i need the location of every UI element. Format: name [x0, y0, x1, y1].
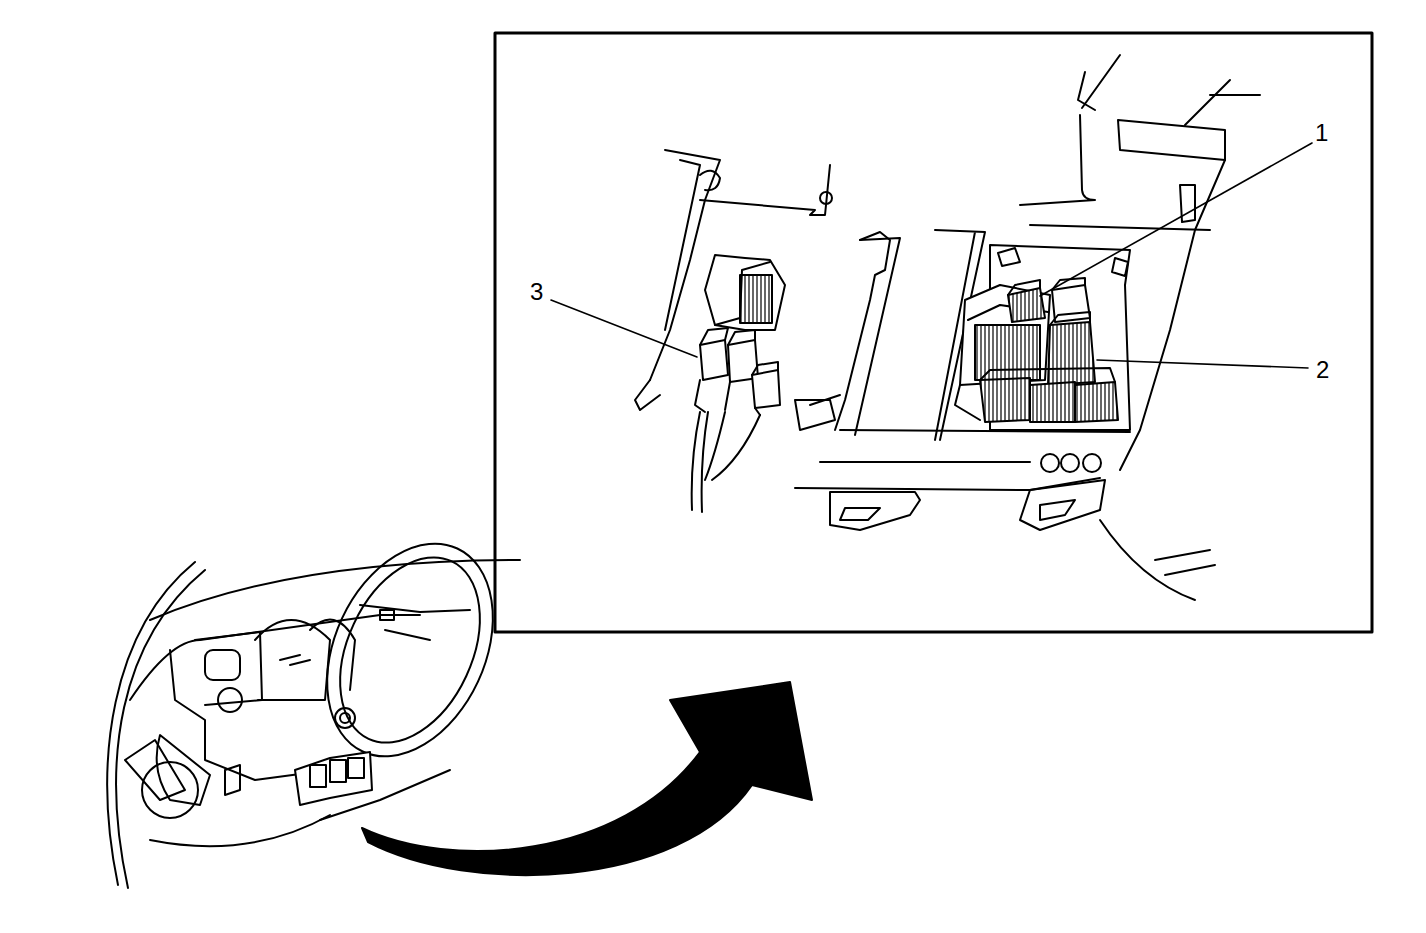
dashboard-overview-part [360, 605, 470, 640]
pointer-arrow [362, 682, 812, 875]
dashboard-overview-part [340, 713, 350, 723]
dashboard-overview-part [295, 517, 526, 783]
callout-number: 3 [530, 280, 543, 304]
relay-center-part [980, 368, 1115, 382]
dashboard-overview-part [150, 815, 330, 846]
inset-frame [495, 33, 1372, 632]
dashboard-overview-part [170, 650, 330, 780]
relay-bracket-part [695, 380, 760, 415]
dash-panel-part [1083, 454, 1101, 472]
dashboard-overview-part [125, 740, 185, 800]
dashboard-overview-part [195, 632, 262, 705]
dash-panel-part [1118, 120, 1225, 160]
relay-center-part [955, 385, 980, 420]
dash-panel-part [998, 248, 1128, 276]
relay-bracket-part [715, 262, 770, 325]
dashboard-overview-part [330, 760, 346, 782]
dashboard-overview-part [205, 650, 240, 680]
relay-bracket-part [692, 412, 760, 512]
relay-bracket-part [700, 171, 720, 191]
leader-lines [551, 143, 1312, 368]
relay-bracket-part [820, 192, 832, 204]
dash-panel-part [1100, 520, 1215, 600]
dashboard-overview-part [295, 752, 372, 805]
dashboard-overview-part [335, 708, 355, 728]
relay-center-part [1075, 382, 1118, 422]
relay-center-part [980, 378, 1030, 422]
dashboard-overview-part [310, 765, 326, 787]
relay-bracket-part [705, 255, 785, 330]
relay-center-part [1008, 280, 1040, 295]
relay-bracket-part [700, 340, 728, 380]
relay-bracket-part [635, 380, 660, 410]
dashboard-overview-part [310, 620, 355, 690]
dash-panel-part [1120, 160, 1225, 470]
dashboard-overview-part [280, 655, 310, 665]
dash-panel-part [1185, 80, 1260, 125]
dash-panel-part [795, 395, 840, 430]
callout-number: 2 [1316, 358, 1329, 382]
dash-panel-part [1061, 454, 1079, 472]
dash-panel-part [855, 238, 900, 435]
callout-number: 1 [1315, 121, 1328, 145]
dash-panel-part [1040, 500, 1075, 520]
dash-panel-part [795, 478, 1100, 490]
dashboard-overview-part [255, 620, 330, 700]
relay-center-part [1030, 382, 1075, 422]
relay-bracket-part [752, 362, 778, 375]
dash-panel-part [840, 508, 880, 520]
dashboard-overview [107, 517, 525, 888]
dashboard-overview-part [107, 562, 195, 885]
relay-bracket [635, 150, 832, 512]
relay-center-part [1048, 322, 1095, 385]
dashboard-overview-part [157, 735, 210, 805]
dashboard-overview-part [116, 570, 205, 888]
relay-bracket-part [752, 370, 780, 408]
relay-center-part [1050, 312, 1090, 325]
dash-panel-part [1020, 480, 1105, 530]
relay-bracket-part [728, 330, 755, 345]
dashboard-overview-part [380, 610, 394, 620]
relay-center-part [1008, 288, 1045, 322]
dash-panel-part [1020, 115, 1095, 205]
dashboard-overview-part [225, 765, 240, 795]
dashboard-overview-part [218, 688, 242, 712]
dash-panel-part [830, 492, 920, 530]
relay-center-part [975, 325, 1040, 380]
dash-panel [795, 55, 1260, 600]
dashboard-overview-part [320, 770, 450, 820]
dash-panel-part [1041, 454, 1059, 472]
leader-lines-part [1097, 360, 1308, 368]
relay-bracket-part [700, 328, 728, 345]
dashboard-overview-part [312, 535, 507, 765]
relay-bracket-part [665, 160, 830, 330]
relay-bracket-part [740, 275, 772, 323]
dash-panel-part [1030, 225, 1210, 230]
dashboard-overview-part [348, 758, 364, 778]
dash-panel-part [820, 430, 1130, 462]
leader-lines-part [551, 300, 697, 357]
relay-center [955, 278, 1118, 422]
leader-lines-part [1040, 143, 1312, 296]
dash-panel-part [1078, 55, 1120, 110]
